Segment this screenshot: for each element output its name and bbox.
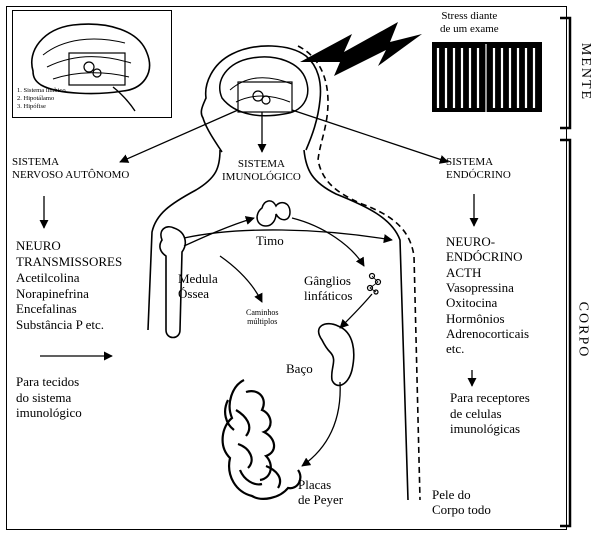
- brain-outline: [219, 56, 309, 117]
- inset-legend-item: 1. Sistema límbico: [17, 87, 66, 94]
- arrow-to-pathways: [219, 255, 263, 303]
- lymph-nodes-label: Gânglios linfáticos: [304, 273, 353, 303]
- list-item: Vasopressina: [446, 279, 514, 295]
- marrow-label: Medula Óssea: [178, 271, 218, 301]
- brain-highlight-box: [237, 81, 293, 113]
- list-item: NEURO: [16, 238, 61, 253]
- head-outline: [200, 45, 322, 153]
- list-item: NEURO-: [446, 234, 496, 249]
- endocrine-hormones-list: NEURO- ENDÓCRINO ACTH Vasopressina Oxito…: [446, 234, 529, 357]
- spleen-organ: [317, 322, 355, 387]
- body-bracket: [560, 138, 572, 528]
- arrow-marrow-to-thymus: [183, 216, 255, 247]
- arrow-thymus-to-nodes: [291, 217, 365, 267]
- arrow-to-endocrine: [291, 109, 449, 164]
- inset-legend: 1. Sistema límbico 2. Hipotálamo 3. Hipó…: [17, 87, 66, 110]
- peyer-label: Placas de Peyer: [298, 477, 344, 507]
- mind-section-label: MENTE: [578, 42, 594, 102]
- diagram-frame: [6, 6, 567, 530]
- arrow-to-autonomic: [119, 109, 239, 163]
- arm-bone: [159, 225, 187, 339]
- immune-title: SISTEMA IMUNOLÓGICO: [222, 158, 301, 183]
- intestines-drawing: [221, 379, 302, 500]
- endocrine-title: SISTEMA ENDÓCRINO: [446, 156, 511, 181]
- lymph-nodes: [366, 272, 382, 295]
- endocrine-target: Para receptores de celulas imunológicas: [450, 390, 530, 437]
- list-item: ENDÓCRINO: [446, 249, 523, 265]
- brain-inset-box: 1. Sistema límbico 2. Hipotálamo 3. Hipó…: [12, 10, 172, 118]
- autonomic-transmitters-list: NEURO TRANSMISSORES Acetilcolina Norapin…: [16, 238, 122, 333]
- pathways-label: Caminhos múltiplos: [246, 308, 279, 327]
- thymus-label: Timo: [256, 233, 284, 248]
- mind-bracket: [560, 16, 572, 130]
- list-item: Adrenocorticais: [446, 325, 530, 341]
- inset-legend-item: 2. Hipotálamo: [17, 94, 55, 102]
- list-item: Acetilcolina: [16, 269, 80, 285]
- autonomic-title: SISTEMA NERVOSO AUTÔNOMO: [12, 156, 130, 181]
- stress-lightning-bolt: [300, 22, 422, 76]
- list-item: Oxitocina: [446, 295, 498, 311]
- skin-label: Pele do Corpo todo: [432, 487, 491, 517]
- arrow-nodes-to-spleen: [339, 293, 373, 329]
- thymus-organ: [256, 200, 291, 227]
- book-icon: [432, 42, 542, 112]
- autonomic-target: Para tecidos do sistema imunológico: [16, 374, 82, 421]
- arrow-spleen-to-peyer: [301, 381, 341, 467]
- spleen-label: Baço: [286, 361, 313, 376]
- list-item: Substância P etc.: [16, 317, 104, 333]
- list-item: etc.: [446, 341, 465, 357]
- inset-brain-drawing: [31, 23, 151, 112]
- torso-outline: [147, 149, 221, 331]
- list-item: Norapinefrina: [16, 285, 89, 301]
- list-item: Hormônios: [446, 310, 505, 326]
- list-item: ACTH: [446, 264, 482, 280]
- list-item: TRANSMISSORES: [16, 253, 123, 269]
- inset-legend-item: 3. Hipófise: [17, 102, 46, 110]
- stress-label: Stress diante de um exame: [440, 10, 499, 35]
- body-section-label: CORPO: [575, 301, 591, 359]
- list-item: Encefalinas: [16, 301, 77, 317]
- arrow-marrow-to-nodes: [183, 229, 393, 244]
